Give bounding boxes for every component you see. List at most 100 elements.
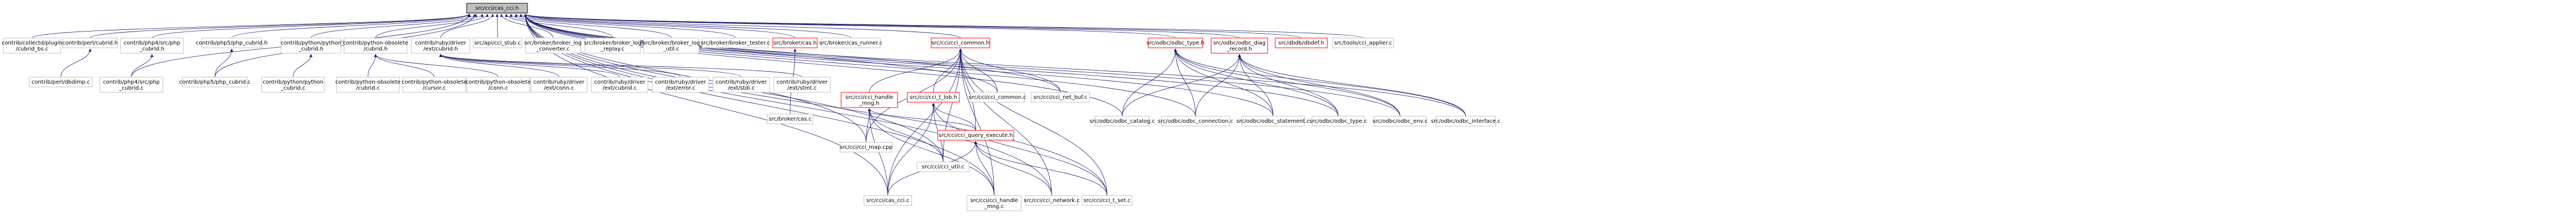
node-box-src-cci-cci-common-c[interactable] (970, 92, 1025, 103)
node-box-contrib-perl-dbdimp-c[interactable] (29, 77, 93, 87)
file-node[interactable]: contrib/ruby/driver/ext/cubrid.h (411, 37, 470, 54)
file-node[interactable]: src/broker/cas.h (772, 37, 818, 48)
file-node[interactable]: src/cci/cci_query_execute.h (937, 130, 1014, 141)
file-node[interactable]: contrib/collectd/plugin/cubrid_bs.c (2, 37, 62, 54)
file-node[interactable]: contrib/ruby/driver/ext/stdi.c (713, 77, 770, 93)
file-node[interactable]: src/cci/cas_cci.c (863, 195, 912, 206)
node-box-src-broker-broker-tester-c[interactable] (702, 37, 769, 48)
file-node[interactable]: src/odbc/odbc_statement.c (1236, 116, 1310, 127)
node-box-contrib-ruby-driver-ext-stmt-c[interactable] (773, 77, 831, 93)
file-node[interactable]: src/api/cci_stub.c (473, 37, 523, 48)
node-box-contrib-collectd-plugin-cubrid-bs-c[interactable] (3, 37, 61, 54)
node-box-src-cci-cci-net-buf-c[interactable] (1031, 92, 1090, 103)
node-box-src-broker-broker-log-converter-c[interactable] (525, 37, 581, 54)
node-box-contrib-php5-php-cubrid-h[interactable] (201, 37, 262, 48)
file-node[interactable]: contrib/ruby/driver/ext/cubrid.c (591, 77, 648, 93)
file-node[interactable]: src/cci/cci_network.c (1023, 195, 1080, 206)
node-box-src-dbdb-dbdef-h[interactable] (1275, 37, 1328, 48)
node-box-contrib-python-obsolete-conn-c[interactable] (466, 77, 530, 93)
file-node[interactable]: src/cci/cci_map.cpp (839, 142, 893, 153)
node-box-src-cci-cci-handle-mng-c[interactable] (966, 195, 1022, 211)
file-node[interactable]: src/broker/cas.c (767, 114, 813, 124)
node-box-src-cci-cci-util-c[interactable] (917, 161, 970, 172)
node-box-contrib-python-obsolete-cursor-c[interactable] (402, 77, 466, 93)
file-node[interactable]: src/cci/cci_common.c (969, 92, 1026, 103)
node-box-src-cci-cci-network-c[interactable] (1025, 195, 1078, 206)
file-node[interactable]: src/cci/cci_net_buf.c (1031, 92, 1090, 103)
file-node[interactable]: src/broker/broker_tester.c (701, 37, 770, 48)
file-node[interactable]: src/odbc/odbc_type.h (1147, 37, 1205, 48)
file-node[interactable]: src/broker/cas_runner.c (819, 37, 882, 48)
node-box-contrib-python-python-cubrid-c[interactable] (261, 77, 325, 93)
node-box-src-cci-cci-t-set-c[interactable] (1082, 195, 1133, 206)
file-node[interactable]: src/odbc/odbc_catalog.c (1090, 116, 1155, 127)
file-node[interactable]: src/broker/broker_log_converter.c (524, 37, 582, 54)
node-box-src-odbc-odbc-interface-c[interactable] (1435, 116, 1496, 127)
file-node[interactable]: src/dbdb/dbdef.h (1275, 37, 1328, 48)
file-node[interactable]: contrib/python/python_cubrid.h (281, 37, 341, 54)
file-node[interactable]: contrib/python-obsolete/cubrid.h (343, 37, 408, 54)
node-box-src-odbc-odbc-statement-c[interactable] (1241, 116, 1305, 127)
file-node[interactable]: contrib/ruby/driver/ext/error.c (652, 77, 709, 93)
file-node[interactable]: contrib/python-obsolete/cubrid.c (335, 77, 400, 93)
node-label: src/odbc/odbc_interface.c (1431, 118, 1500, 124)
node-box-src-broker-broker-log-util-c[interactable] (643, 37, 699, 54)
node-box-contrib-python-obsolete-cubrid-h[interactable] (344, 37, 408, 54)
file-node[interactable]: src/cci/cci_t_lob.h (907, 92, 960, 103)
file-node[interactable]: src/odbc/odbc_diag_record.h (1211, 37, 1268, 54)
node-box-contrib-ruby-driver-ext-cubrid-h[interactable] (411, 37, 470, 54)
node-box-contrib-python-python-cubrid-h[interactable] (281, 37, 341, 54)
node-label: _cubrid.c (280, 85, 305, 91)
node-box-src-odbc-odbc-diag-record-h[interactable] (1211, 37, 1268, 54)
node-box-src-broker-broker-log-replay-c[interactable] (584, 37, 641, 54)
file-node[interactable]: src/odbc/odbc_type.c (1309, 116, 1367, 127)
node-box-src-broker-cas-runner-c[interactable] (821, 37, 881, 48)
node-box-src-broker-cas-c[interactable] (767, 114, 813, 124)
node-box-src-broker-cas-h[interactable] (772, 37, 818, 48)
node-box-contrib-ruby-driver-ext-conn-c[interactable] (530, 77, 588, 93)
file-node[interactable]: src/cci/cci_t_set.c (1082, 195, 1133, 206)
file-node[interactable]: src/broker/broker_log_util.c (643, 37, 700, 54)
node-box-contrib-php5-php-cubrid-c[interactable] (182, 77, 248, 87)
file-node[interactable]: src/cci/cci_handle_mng.c (966, 195, 1022, 211)
file-node[interactable]: src/odbc/odbc_env.c (1372, 116, 1428, 127)
file-node[interactable]: src/cci/cci_util.c (917, 161, 970, 172)
node-box-contrib-php4-src-php-cubrid-h[interactable] (120, 37, 184, 54)
file-node[interactable]: contrib/php4/src/php_cubrid.c (99, 77, 163, 93)
file-node[interactable]: src/tools/cci_applier.c (1332, 37, 1394, 48)
node-box-contrib-perl-cubrid-h[interactable] (62, 37, 118, 48)
node-box-src-odbc-odbc-connection-c[interactable] (1161, 116, 1230, 127)
file-node[interactable]: contrib/php5/php_cubrid.c (179, 77, 251, 87)
file-node[interactable]: src/cci/cci_handle_mng.h (841, 92, 898, 108)
node-box-src-cci-cas-cci-c[interactable] (863, 195, 912, 206)
node-box-src-odbc-odbc-type-h[interactable] (1148, 37, 1203, 48)
node-box-contrib-php4-src-php-cubrid-c[interactable] (99, 77, 163, 93)
node-box-src-cci-cci-handle-mng-h[interactable] (841, 92, 898, 108)
file-node[interactable]: contrib/perl/cubrid.h (62, 37, 118, 48)
node-box-contrib-python-obsolete-cubrid-c[interactable] (336, 77, 400, 93)
node-box-src-api-cci-stub-c[interactable] (473, 37, 523, 48)
node-box-src-cci-cci-map-cpp[interactable] (839, 142, 893, 153)
node-box-contrib-ruby-driver-ext-stdi-c[interactable] (713, 77, 770, 93)
file-node[interactable]: contrib/ruby/driver/ext/stmt.c (773, 77, 831, 93)
node-box-contrib-ruby-driver-ext-error-c[interactable] (652, 77, 709, 93)
file-node[interactable]: src/broker/broker_log_replay.c (584, 37, 641, 54)
file-node[interactable]: src/odbc/odbc_connection.c (1158, 116, 1233, 127)
file-node[interactable]: contrib/python-obsolete/conn.c (466, 77, 531, 93)
file-node[interactable]: contrib/ruby/driver/ext/conn.c (530, 77, 588, 93)
node-box-contrib-ruby-driver-ext-cubrid-c[interactable] (591, 77, 648, 93)
file-node[interactable]: src/odbc/odbc_interface.c (1431, 116, 1500, 127)
file-node[interactable]: src/cci/cci_common.h (931, 37, 990, 48)
node-box-src-cci-cci-t-lob-h[interactable] (907, 92, 960, 103)
file-node[interactable]: contrib/php4/src/php_cubrid.h (120, 37, 184, 54)
node-box-src-cci-cci-query-execute-h[interactable] (937, 130, 1014, 141)
file-node[interactable]: contrib/php5/php_cubrid.h (196, 37, 268, 48)
file-node[interactable]: contrib/perl/dbdimp.c (29, 77, 93, 87)
node-box-src-odbc-odbc-catalog-c[interactable] (1095, 116, 1150, 127)
node-box-src-tools-cci-applier-c[interactable] (1332, 37, 1394, 48)
file-node[interactable]: contrib/python/python_cubrid.c (261, 77, 325, 93)
file-node[interactable]: contrib/python-obsolete/cursor.c (402, 77, 467, 93)
node-box-src-cci-cci-common-h[interactable] (931, 37, 990, 48)
node-box-src-odbc-odbc-type-c[interactable] (1312, 116, 1365, 127)
node-box-src-odbc-odbc-env-c[interactable] (1373, 116, 1427, 127)
